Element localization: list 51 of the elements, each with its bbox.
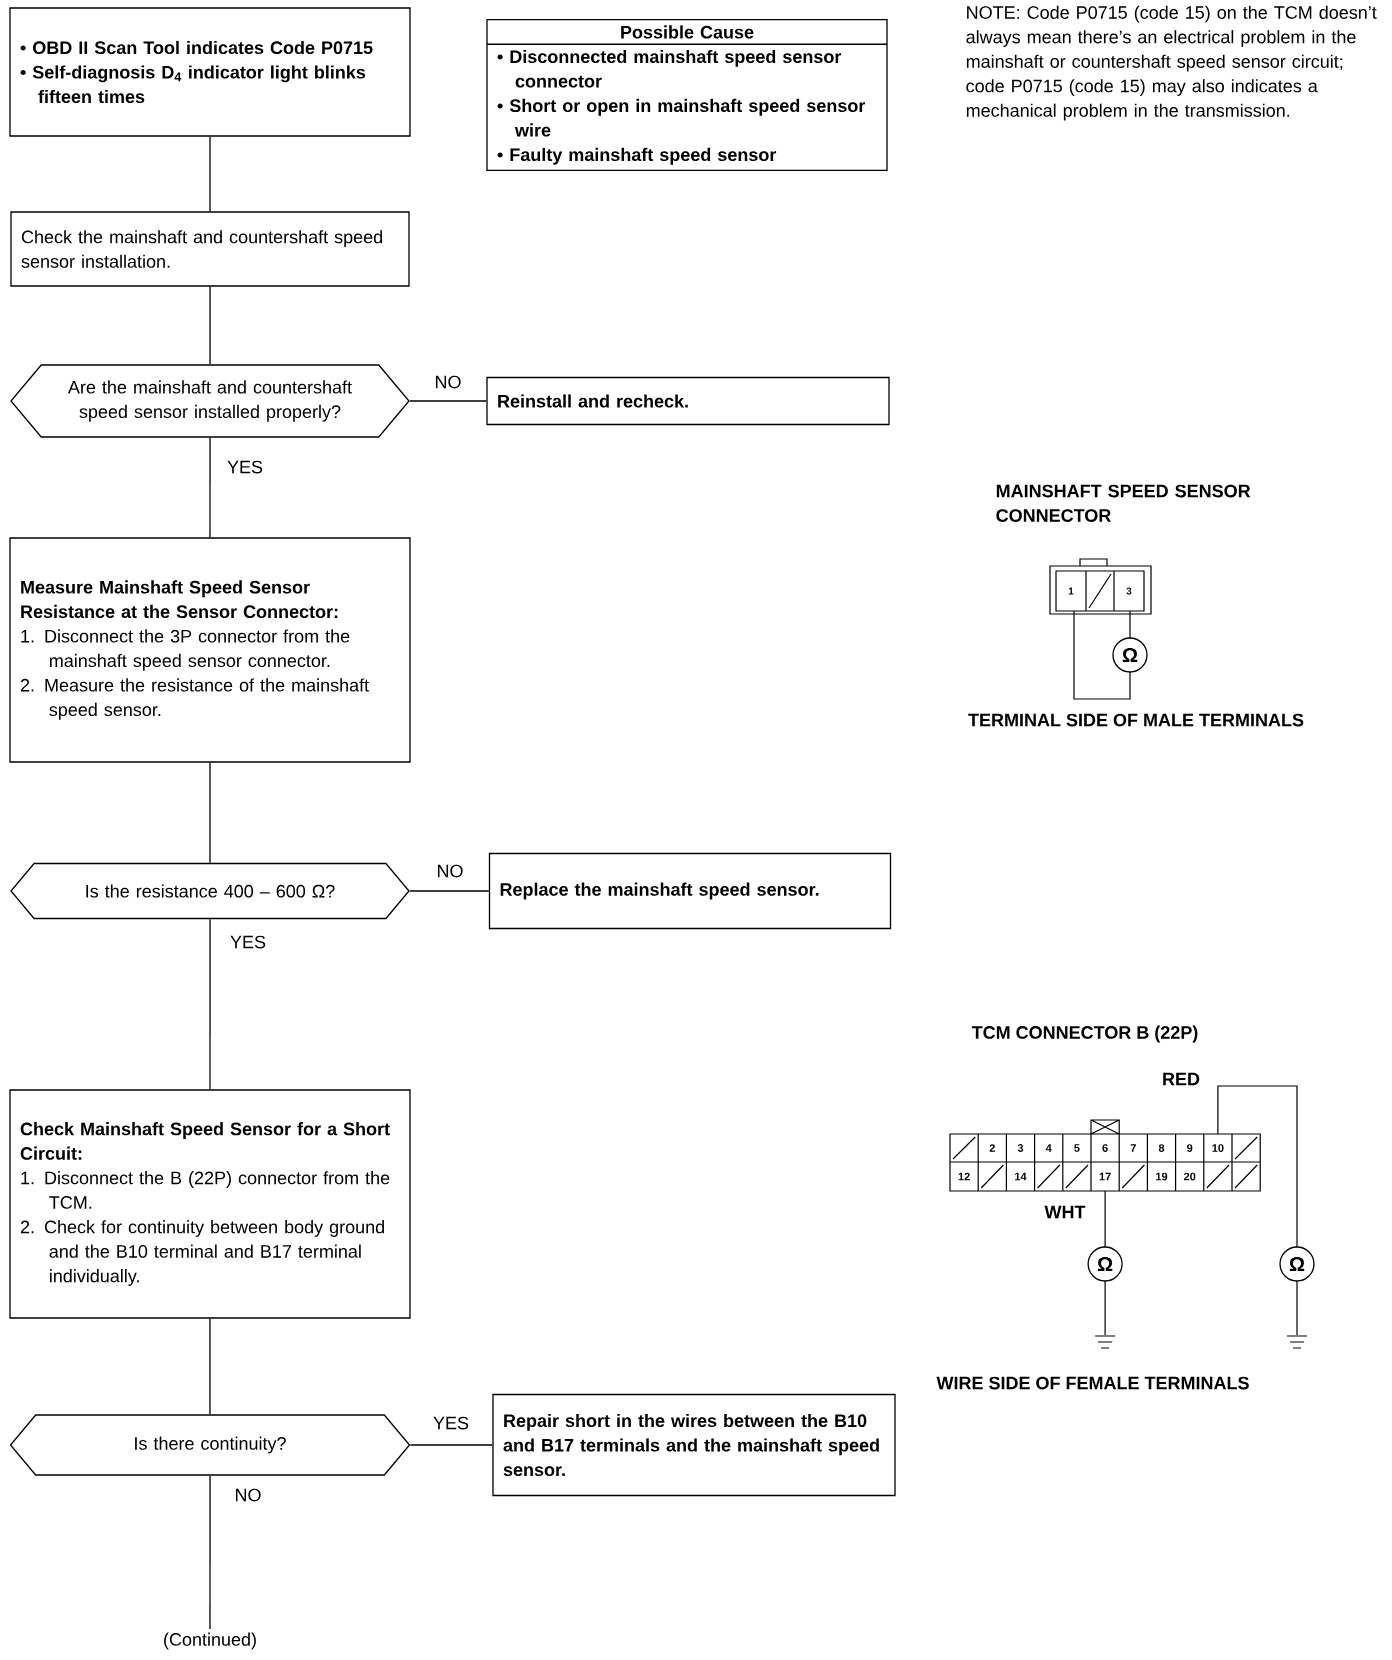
process-box: Check the mainshaft and countershaft speed sensor installation. [10,211,410,287]
cause-table: Possible Cause • Disconnected mainshaft speed sensor connector • Short or open in mainshaft speed sensor wire • Faulty mainshaft speed sensor [486,19,888,171]
pin-number: 3 [1126,587,1132,595]
connector-title: TCM CONNECTOR B (22P) [971,1025,1198,1043]
process-box: Measure Mainshaft Speed Sensor Resistance at the Sensor Connector: 1. Disconnect the 3P connector from the mainshaft speed sensor connector. 2. Measure the resistance of the mainshaft speed sensor. [9,537,411,763]
connector-line [209,1318,211,1415]
pin-number: 1 [1068,587,1074,595]
connector-line [209,136,211,212]
process-box: Reinstall and recheck. [486,376,890,426]
pin-number: 9 [1187,1144,1193,1152]
decision-hexagon: Are the mainshaft and countershaft speed sensor installed properly? [10,364,410,438]
pin-number: 12 [958,1172,970,1181]
edge-label: NO [434,862,466,880]
pin-number: 20 [1183,1172,1196,1181]
connector-line [409,890,490,892]
pin-number: 8 [1158,1144,1165,1152]
view-caption: WIRE SIDE OF FEMALE TERMINALS [936,1376,1249,1390]
connector-line [209,918,211,1090]
process-box: Replace the mainshaft speed sensor. [488,852,892,930]
edge-label: NO [432,373,464,391]
decision-hexagon: Is there continuity? [9,1414,411,1476]
pin-number: 17 [1099,1172,1111,1181]
pin-number: 6 [1102,1144,1108,1152]
wire-color: WHT [1044,1205,1086,1219]
continuation-text: (Continued) [164,1632,256,1650]
connector-line [209,286,211,365]
connector-line [409,400,487,402]
connector-line [209,762,211,864]
pin-number: 5 [1074,1144,1080,1152]
pin-number: 2 [989,1144,995,1152]
pin-number: 7 [1130,1144,1136,1152]
view-caption: TERMINAL SIDE OF MALE TERMINALS [968,713,1304,727]
pin-number: 14 [1015,1172,1027,1181]
pin-number: 10 [1212,1144,1224,1152]
connector-title: MAINSHAFT SPEED SENSOR CONNECTOR [996,484,1251,522]
pin-number: 19 [1156,1172,1168,1181]
edge-label: YES [225,458,265,476]
wire-color: RED [1163,1072,1200,1086]
note-text: NOTE: Code P0715 (code 15) on the TCM doesn’t always mean there’s an electrical problem in the mainshaft or countershaft speed sensor circuit; code P0715 (code 15) may also indicates a mechanical problem in the transmission. [966,5,1377,121]
connector-line [209,1475,211,1630]
edge-label: NO [232,1486,264,1504]
edge-label: YES [431,1414,471,1432]
edge-label: YES [228,933,268,951]
decision-hexagon: Is the resistance 400 – 600 Ω? [10,862,410,920]
process-box: Check Mainshaft Speed Sensor for a Short Circuit: 1. Disconnect the B (22P) connector from the TCM. 2. Check for continuity between body ground and the B10 terminal and B17 terminal individually. [9,1089,411,1319]
connector-line [209,437,211,538]
process-box: Repair short in the wires between the B10 and B17 terminals and the mainshaft speed sensor. [492,1393,896,1497]
process-box: • OBD II Scan Tool indicates Code P0715 • Self-diagnosis D$_{4}$ indicator light blinks fifteen times [9,7,411,137]
pin-number: 3 [1017,1144,1024,1152]
pin-number: 4 [1045,1144,1052,1152]
connector-line [409,1444,493,1446]
